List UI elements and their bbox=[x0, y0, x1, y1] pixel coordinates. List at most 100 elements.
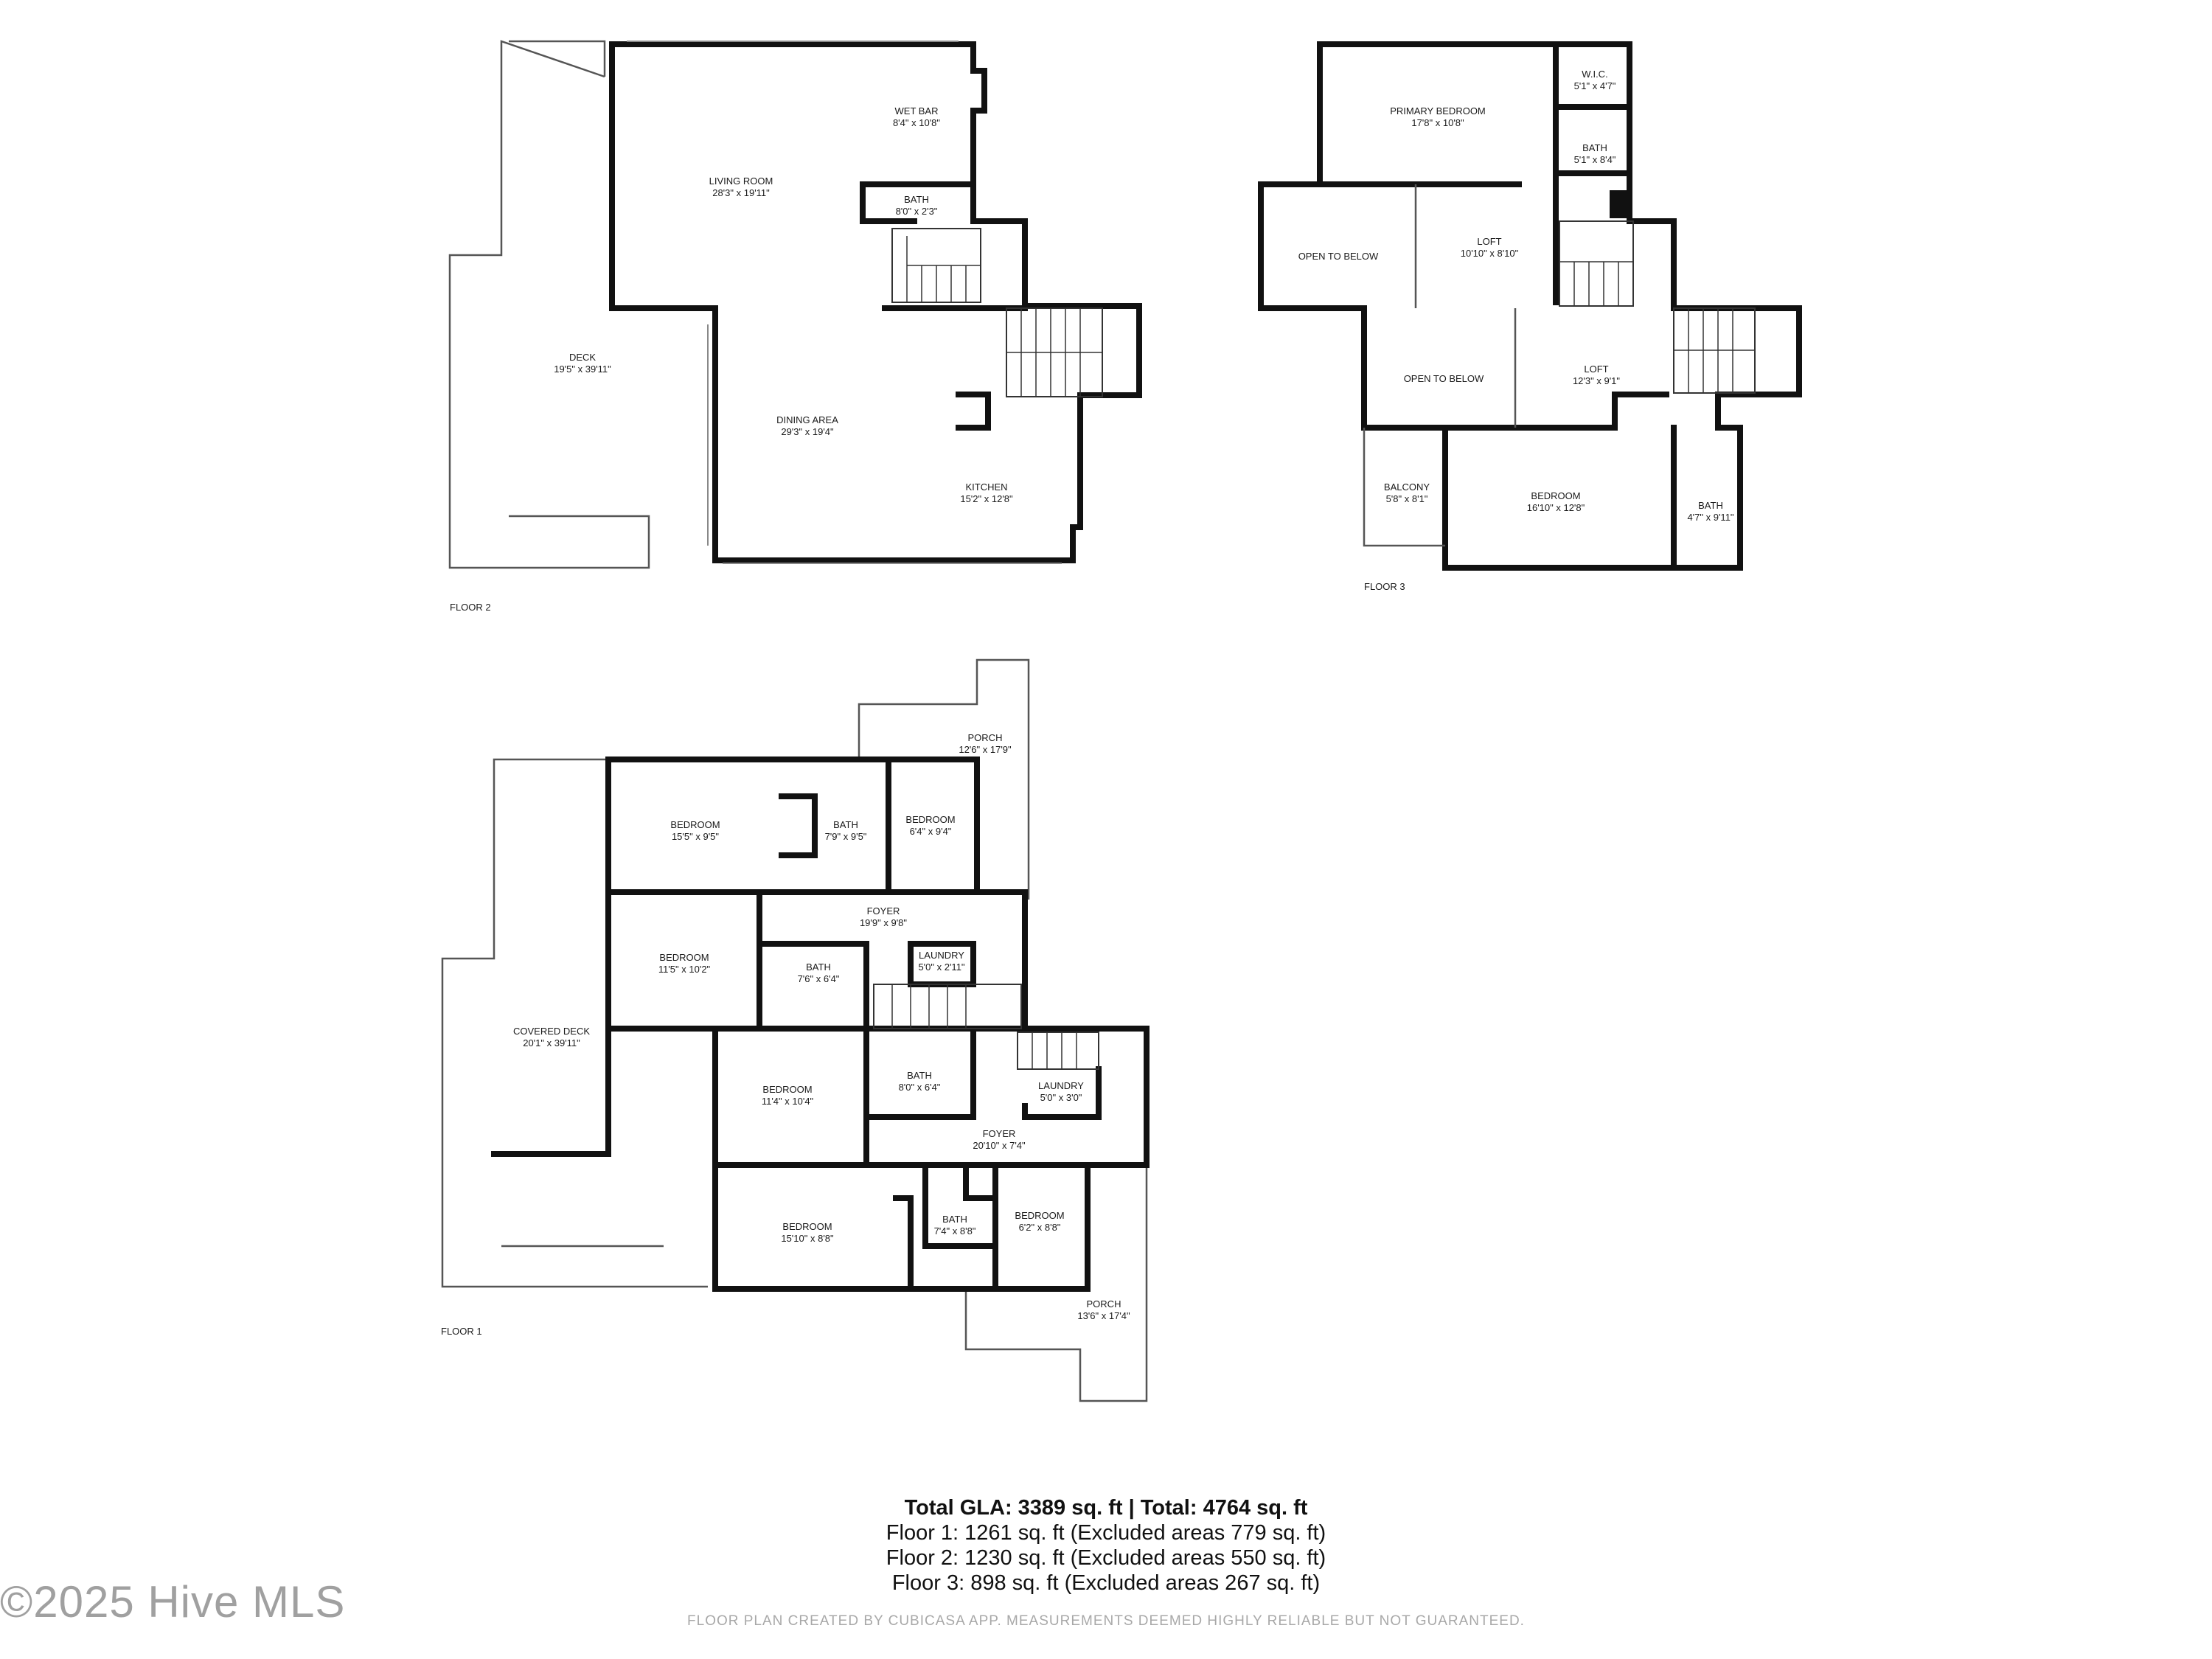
floor1-lower-wall bbox=[605, 1026, 1150, 1292]
floor1-laundry2 bbox=[1022, 1066, 1102, 1120]
room-name: COVERED DECK bbox=[513, 1026, 590, 1037]
room-name: BATH bbox=[907, 1070, 932, 1081]
floor2-stairs-lower bbox=[1006, 307, 1103, 397]
floor3-balcony-rail bbox=[1363, 428, 1445, 547]
covered-deck-outline bbox=[441, 758, 708, 1288]
room-name: OPEN TO BELOW bbox=[1404, 373, 1484, 384]
room-name: WET BAR bbox=[895, 105, 939, 116]
floor1-int-d bbox=[779, 793, 818, 858]
porch-top-outline bbox=[858, 658, 1030, 900]
room-name: LOFT bbox=[1584, 364, 1608, 375]
room-name: BATH bbox=[904, 194, 929, 205]
room-name: BATH bbox=[806, 961, 831, 973]
room-size: 12'6" x 17'9" bbox=[959, 744, 1012, 755]
floor3-wall-c bbox=[1361, 305, 1802, 571]
area-summary: Total GLA: 3389 sq. ft | Total: 4764 sq.… bbox=[0, 1495, 2212, 1596]
room-size: 19'9" x 9'8" bbox=[860, 917, 907, 928]
room-size: 5'8" x 8'1" bbox=[1386, 493, 1428, 504]
floor-label: FLOOR 2 bbox=[450, 602, 491, 613]
room-size: 16'10" x 12'8" bbox=[1527, 502, 1585, 513]
deck-rail bbox=[509, 40, 606, 77]
room-name: DECK bbox=[569, 352, 596, 363]
floor2-pantry bbox=[956, 392, 991, 431]
room-size: 6'2" x 8'8" bbox=[1019, 1222, 1061, 1233]
floor1-area: Floor 1: 1261 sq. ft (Excluded areas 779… bbox=[886, 1521, 1326, 1545]
room-size: 8'0" x 2'3" bbox=[896, 206, 938, 217]
floor3-exterior-wall bbox=[1317, 41, 1677, 311]
room-size: 17'8" x 10'8" bbox=[1411, 117, 1464, 128]
room-name: BEDROOM bbox=[1531, 490, 1580, 501]
floor2-exterior-wall bbox=[609, 41, 1142, 563]
room-name: BEDROOM bbox=[762, 1084, 812, 1095]
room-size: 12'3" x 9'1" bbox=[1573, 375, 1620, 386]
room-name: BEDROOM bbox=[1015, 1210, 1064, 1221]
floor3-wall-g bbox=[1361, 392, 1669, 431]
floor1-int-f bbox=[863, 1026, 976, 1120]
porch-bottom-outline bbox=[964, 1165, 1148, 1402]
room-size: 29'3" x 19'4" bbox=[781, 426, 834, 437]
room-size: 5'0" x 3'0" bbox=[1040, 1092, 1082, 1103]
room-size: 7'9" x 9'5" bbox=[825, 831, 867, 842]
room-size: 15'5" x 9'5" bbox=[672, 831, 719, 842]
floor2-west-wall bbox=[609, 41, 718, 311]
total-area: Total GLA: 3389 sq. ft | Total: 4764 sq.… bbox=[904, 1496, 1308, 1520]
room-name: DINING AREA bbox=[776, 414, 838, 425]
room-name: W.I.C. bbox=[1582, 69, 1607, 80]
disclaimer-text: FLOOR PLAN CREATED BY CUBICASA APP. MEAS… bbox=[687, 1613, 1525, 1629]
floor2-stairs-upper bbox=[891, 228, 981, 303]
floor-3-plan: PRIMARY BEDROOM 17'8" x 10'8" W.I.C. 5'1… bbox=[1258, 41, 1802, 592]
room-name: KITCHEN bbox=[965, 481, 1007, 493]
floor2-area: Floor 2: 1230 sq. ft (Excluded areas 550… bbox=[886, 1546, 1326, 1570]
room-name: BEDROOM bbox=[659, 952, 709, 963]
floor3-stairs-upper bbox=[1559, 220, 1634, 307]
room-name: BALCONY bbox=[1384, 481, 1430, 493]
floor3-stairs-lower bbox=[1673, 307, 1756, 394]
floor1-stairs-upper bbox=[873, 984, 1022, 1029]
room-name: BEDROOM bbox=[782, 1221, 832, 1232]
room-size: 20'10" x 7'4" bbox=[973, 1140, 1026, 1151]
floor3-column bbox=[1610, 190, 1627, 218]
room-name: BATH bbox=[1582, 142, 1607, 153]
copyright-watermark: ©2025 Hive MLS bbox=[0, 1577, 346, 1627]
room-size: 5'0" x 2'11" bbox=[918, 961, 964, 973]
room-name: PORCH bbox=[968, 732, 1003, 743]
floor1-int-j bbox=[893, 1195, 914, 1292]
room-name: BEDROOM bbox=[905, 814, 955, 825]
room-size: 19'5" x 39'11" bbox=[554, 364, 611, 375]
room-name: OPEN TO BELOW bbox=[1298, 251, 1379, 262]
room-size: 11'4" x 10'4" bbox=[762, 1096, 814, 1107]
floor1-stairs-lower bbox=[1017, 1032, 1099, 1070]
room-name: BATH bbox=[942, 1214, 967, 1225]
room-size: 5'1" x 8'4" bbox=[1574, 154, 1616, 165]
room-size: 7'6" x 6'4" bbox=[798, 973, 840, 984]
room-name: BATH bbox=[1698, 500, 1723, 511]
deck-outline bbox=[448, 40, 650, 569]
room-size: 20'1" x 39'11" bbox=[523, 1037, 580, 1048]
room-name: BATH bbox=[833, 819, 858, 830]
floor-label: FLOOR 1 bbox=[441, 1326, 482, 1337]
floor1-int-b bbox=[760, 941, 869, 1032]
room-name: BEDROOM bbox=[670, 819, 720, 830]
room-name: FOYER bbox=[867, 905, 900, 917]
room-name: LAUNDRY bbox=[919, 950, 964, 961]
room-size: 15'10" x 8'8" bbox=[781, 1233, 834, 1244]
room-size: 15'2" x 12'8" bbox=[960, 493, 1013, 504]
room-size: 8'4" x 10'8" bbox=[893, 117, 940, 128]
floor1-top-wall bbox=[605, 757, 980, 895]
room-size: 10'10" x 8'10" bbox=[1461, 248, 1519, 259]
room-size: 13'6" x 17'4" bbox=[1077, 1310, 1130, 1321]
room-name: LIVING ROOM bbox=[709, 175, 773, 187]
floor-1-plan: PORCH 12'6" x 17'9" BEDROOM 15'5" x 9'5"… bbox=[441, 658, 1150, 1402]
room-size: 28'3" x 19'11" bbox=[712, 187, 770, 198]
room-size: 11'5" x 10'2" bbox=[658, 964, 711, 975]
room-name: PORCH bbox=[1087, 1298, 1121, 1310]
room-name: LAUNDRY bbox=[1038, 1080, 1084, 1091]
floor3-wall-b bbox=[1258, 181, 1367, 311]
room-name: LOFT bbox=[1477, 236, 1501, 247]
room-size: 5'1" x 4'7" bbox=[1574, 80, 1616, 91]
floor-2-plan: DECK 19'5" x 39'11" LIVING ROOM 28'3" x … bbox=[448, 40, 1142, 613]
floor2-bath-wall2 bbox=[860, 181, 917, 224]
floor3-area: Floor 3: 898 sq. ft (Excluded areas 267 … bbox=[891, 1571, 1321, 1595]
room-name: PRIMARY BEDROOM bbox=[1390, 105, 1486, 116]
